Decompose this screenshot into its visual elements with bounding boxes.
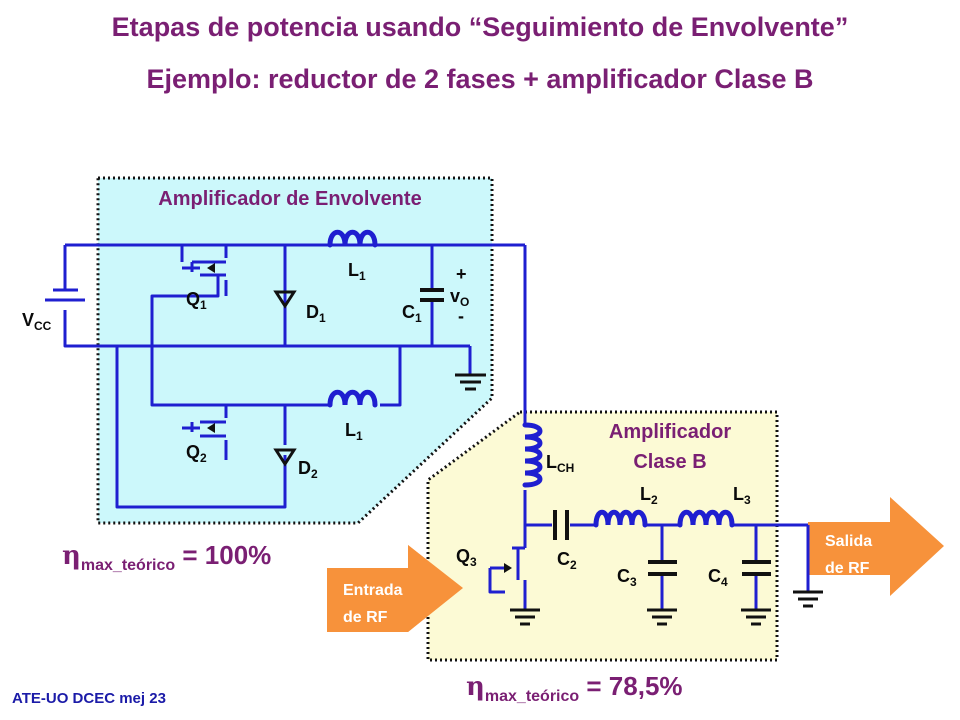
bottom-left-wire <box>115 346 287 509</box>
d2-symbol <box>273 448 297 467</box>
q1-label: Q1 <box>186 289 207 312</box>
q1-wires <box>180 245 228 296</box>
efficiency-classb: ηmax_teórico = 78,5% <box>466 671 683 705</box>
c3-plates <box>648 560 677 576</box>
lch-label: LCH <box>546 452 574 475</box>
q3-arrow <box>504 563 512 573</box>
ground-q3 <box>510 608 540 626</box>
ground-rail <box>95 344 472 375</box>
q2-arrow <box>207 423 215 433</box>
ground-c4 <box>741 608 771 626</box>
c2-label: C2 <box>557 549 577 572</box>
q3-label: Q3 <box>456 546 477 569</box>
rf-input-label-1: Entrada <box>343 582 403 599</box>
l1-top-label: L1 <box>348 260 366 283</box>
lch-coil <box>522 422 543 488</box>
ground-c3 <box>647 608 677 626</box>
l1-bottom-coil <box>327 389 378 408</box>
d1-label: D1 <box>306 302 326 325</box>
c3-label: C3 <box>617 566 637 589</box>
bottom-right-wire <box>380 346 402 407</box>
vo-minus: - <box>458 306 464 326</box>
c1-label: C1 <box>402 302 422 325</box>
l1-bottom-label: L1 <box>345 420 363 443</box>
l2-label: L2 <box>640 484 658 507</box>
q2-label: Q2 <box>186 442 207 465</box>
rf-output-label-1: Salida <box>825 533 872 550</box>
envelope-box-label: Amplificador de Envolvente <box>158 188 421 210</box>
l3-label: L3 <box>733 484 751 507</box>
classb-main <box>523 490 808 548</box>
vo-label: vO <box>450 286 469 309</box>
classb-amplifier-box <box>426 410 779 662</box>
c4-label: C4 <box>708 566 728 589</box>
rf-input-arrow-body <box>327 545 463 632</box>
ground-output <box>793 590 823 608</box>
rf-output-arrow <box>808 497 944 596</box>
l1-top-coil <box>327 229 378 248</box>
ground-envelope <box>455 373 486 391</box>
d2-label: D2 <box>298 458 318 481</box>
vo-plus: + <box>456 264 467 284</box>
c2-plates <box>553 510 569 540</box>
c1-plates <box>420 288 444 302</box>
footer-credit: ATE-UO DCEC mej 23 <box>12 690 166 707</box>
classb-box-label-1: Amplificador <box>609 421 731 443</box>
d1-symbol <box>273 290 297 309</box>
slide-title: Etapas de potencia usando “Seguimiento d… <box>111 12 849 42</box>
envelope-amplifier-box <box>96 176 494 525</box>
vcc-wire <box>45 243 525 348</box>
c4-plates <box>742 560 771 576</box>
q1-drain <box>150 276 220 346</box>
rf-output-label-2: de RF <box>825 560 870 577</box>
efficiency-envelope: ηmax_teórico = 100% <box>62 540 271 574</box>
q1-arrow <box>207 263 215 273</box>
slide-subtitle: Ejemplo: reductor de 2 fases + amplifica… <box>146 64 814 94</box>
l2-coil <box>593 509 648 528</box>
classb-box-label-2: Clase B <box>633 451 706 473</box>
rf-input-label-2: de RF <box>343 609 388 626</box>
q2-wires <box>150 346 330 460</box>
q3-wires <box>488 546 527 610</box>
vcc-label: VCC <box>22 310 52 333</box>
l3-coil <box>677 509 735 528</box>
